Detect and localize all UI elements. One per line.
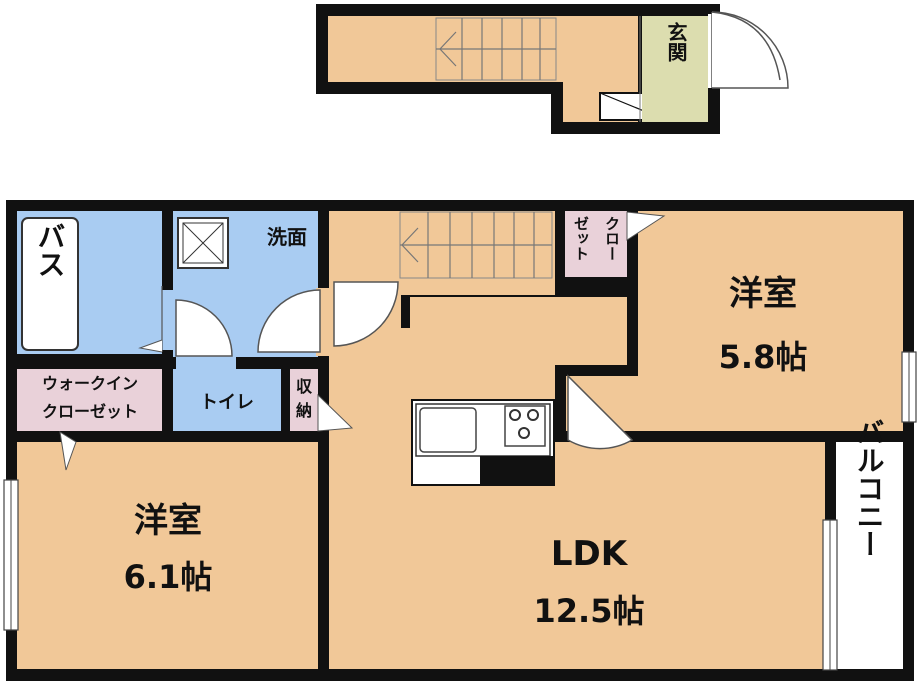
door-bath[interactable] <box>138 286 175 353</box>
closet-label-col2: ゼット <box>572 216 590 261</box>
toilet-label: トイレ <box>200 392 254 413</box>
toilet <box>173 369 281 431</box>
window-ldk-balcony <box>822 519 838 671</box>
stairs-upper <box>435 17 557 81</box>
ldk-floor <box>329 211 825 669</box>
door-washroom-toilet[interactable] <box>175 299 236 371</box>
stairs-main <box>399 211 553 279</box>
bathtub <box>21 217 79 351</box>
door-bedroom-b[interactable] <box>567 374 634 450</box>
balcony <box>836 442 903 669</box>
ldk-name: LDK <box>551 534 629 574</box>
walk-in-closet-label-1: ウォークイン <box>42 374 138 393</box>
storage <box>290 369 318 431</box>
bedroom-a-size: 6.1帖 <box>124 558 213 596</box>
door-washroom-hall[interactable] <box>257 288 332 356</box>
main-level: バス 洗面 ウォークイン クローゼット トイレ 収 納 洋室 6.1帖 <box>3 200 917 681</box>
storage-label-2: 納 <box>296 401 312 420</box>
walk-in-closet <box>17 369 162 431</box>
sink-and-stove-icon <box>411 399 555 486</box>
door-swing-icon[interactable] <box>711 11 789 89</box>
closet <box>565 211 627 277</box>
door-hall[interactable] <box>333 281 399 347</box>
bedroom-b-name: 洋室 <box>729 274 797 314</box>
entrance-floor <box>642 16 708 122</box>
entrance-level: 玄関 <box>316 4 789 134</box>
bedroom-a-name: 洋室 <box>134 501 202 541</box>
window-bedroom-b <box>901 351 917 423</box>
closet-label-col1: クロー <box>603 216 621 261</box>
storage-label-1: 収 <box>296 377 313 396</box>
bedroom-b-size: 5.8帖 <box>719 338 808 376</box>
washing-machine-pan-icon <box>177 217 229 269</box>
door-closet[interactable] <box>626 211 666 241</box>
washroom-label: 洗面 <box>267 225 307 249</box>
door-walk-in-closet[interactable] <box>59 430 77 471</box>
window-bedroom-a <box>3 479 19 631</box>
balcony-label: バルコニー <box>853 418 886 558</box>
door-storage[interactable] <box>317 393 354 432</box>
bath-label: バス <box>34 222 67 278</box>
walk-in-closet-label-2: クローゼット <box>42 402 138 421</box>
entrance-label: 玄関 <box>664 21 688 63</box>
bedroom-a <box>17 442 318 669</box>
ldk-size: 12.5帖 <box>534 592 645 630</box>
